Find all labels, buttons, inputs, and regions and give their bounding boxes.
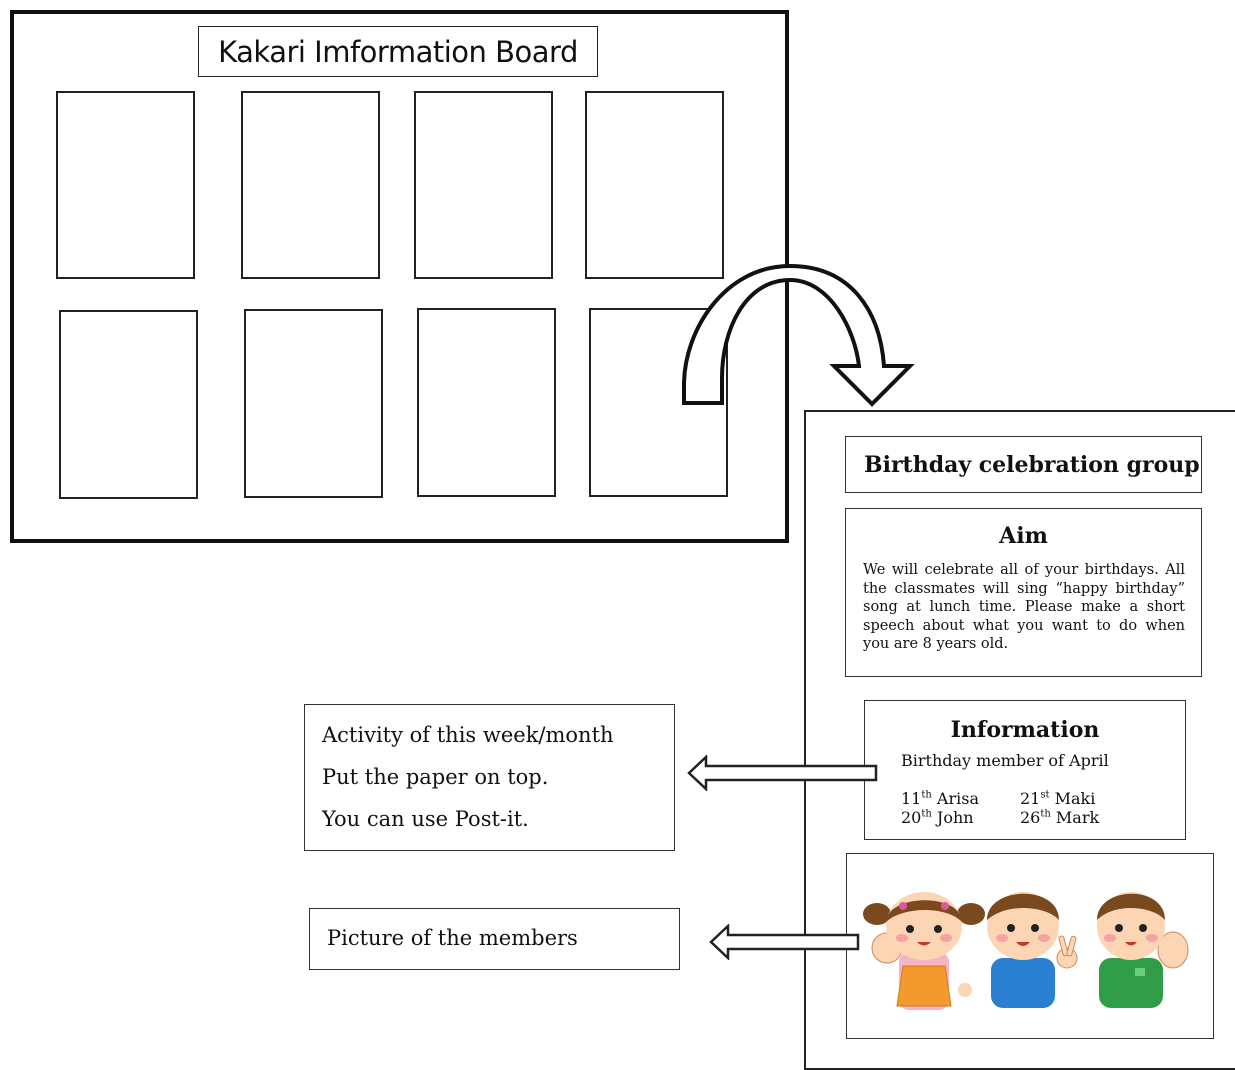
information-subtitle: Birthday member of April (901, 751, 1109, 770)
children-illustration (863, 892, 1189, 1010)
birthday-name: Arisa (936, 789, 979, 808)
activity-callout: Activity of this week/month Put the pape… (304, 704, 675, 851)
members-picture-label: Picture of the members (327, 926, 578, 950)
birthday-day: 26 (1020, 808, 1041, 827)
birthday-member: 20th John (901, 808, 974, 827)
board-cell (417, 308, 556, 497)
birthday-member: 26th Mark (1020, 808, 1099, 827)
arrow-left-icon (687, 755, 878, 791)
board-cell (414, 91, 553, 279)
birthday-member: 11th Arisa (901, 789, 979, 808)
birthday-name: Maki (1054, 789, 1096, 808)
arrow-left-icon (709, 924, 860, 960)
boy-green-figure (1097, 892, 1189, 1008)
board-cell (59, 310, 198, 499)
birthday-day: 11 (901, 789, 922, 808)
information-box: Information Birthday member of April 11t… (864, 700, 1186, 840)
aim-box: Aim We will celebrate all of your birthd… (845, 508, 1202, 677)
members-picture-callout: Picture of the members (309, 908, 680, 970)
birthday-day-suffix: th (921, 808, 932, 820)
aim-text: We will celebrate all of your birthdays.… (863, 562, 1185, 652)
activity-line: Put the paper on top. (322, 765, 549, 789)
activity-line: You can use Post-it. (322, 807, 529, 831)
board-cell (56, 91, 195, 279)
birthday-day-suffix: th (1040, 808, 1051, 820)
activity-line: Activity of this week/month (322, 723, 614, 747)
birthday-day-suffix: th (921, 789, 932, 801)
birthday-name: Mark (1055, 808, 1100, 827)
birthday-name: John (936, 808, 974, 827)
board-cell (585, 91, 724, 279)
birthday-day: 20 (901, 808, 922, 827)
board-cell (244, 309, 383, 498)
birthday-member: 21st Maki (1020, 789, 1095, 808)
group-title: Birthday celebration group (845, 436, 1202, 493)
boy-blue-figure (987, 892, 1078, 1008)
board-cell (241, 91, 380, 279)
aim-heading: Aim (999, 523, 1048, 549)
information-heading: Information (950, 717, 1100, 743)
birthday-day: 21 (1020, 789, 1041, 808)
girl-figure (863, 892, 985, 1010)
birthday-day-suffix: st (1040, 789, 1050, 801)
members-picture (846, 853, 1214, 1039)
board-title: Kakari Imformation Board (198, 26, 598, 77)
